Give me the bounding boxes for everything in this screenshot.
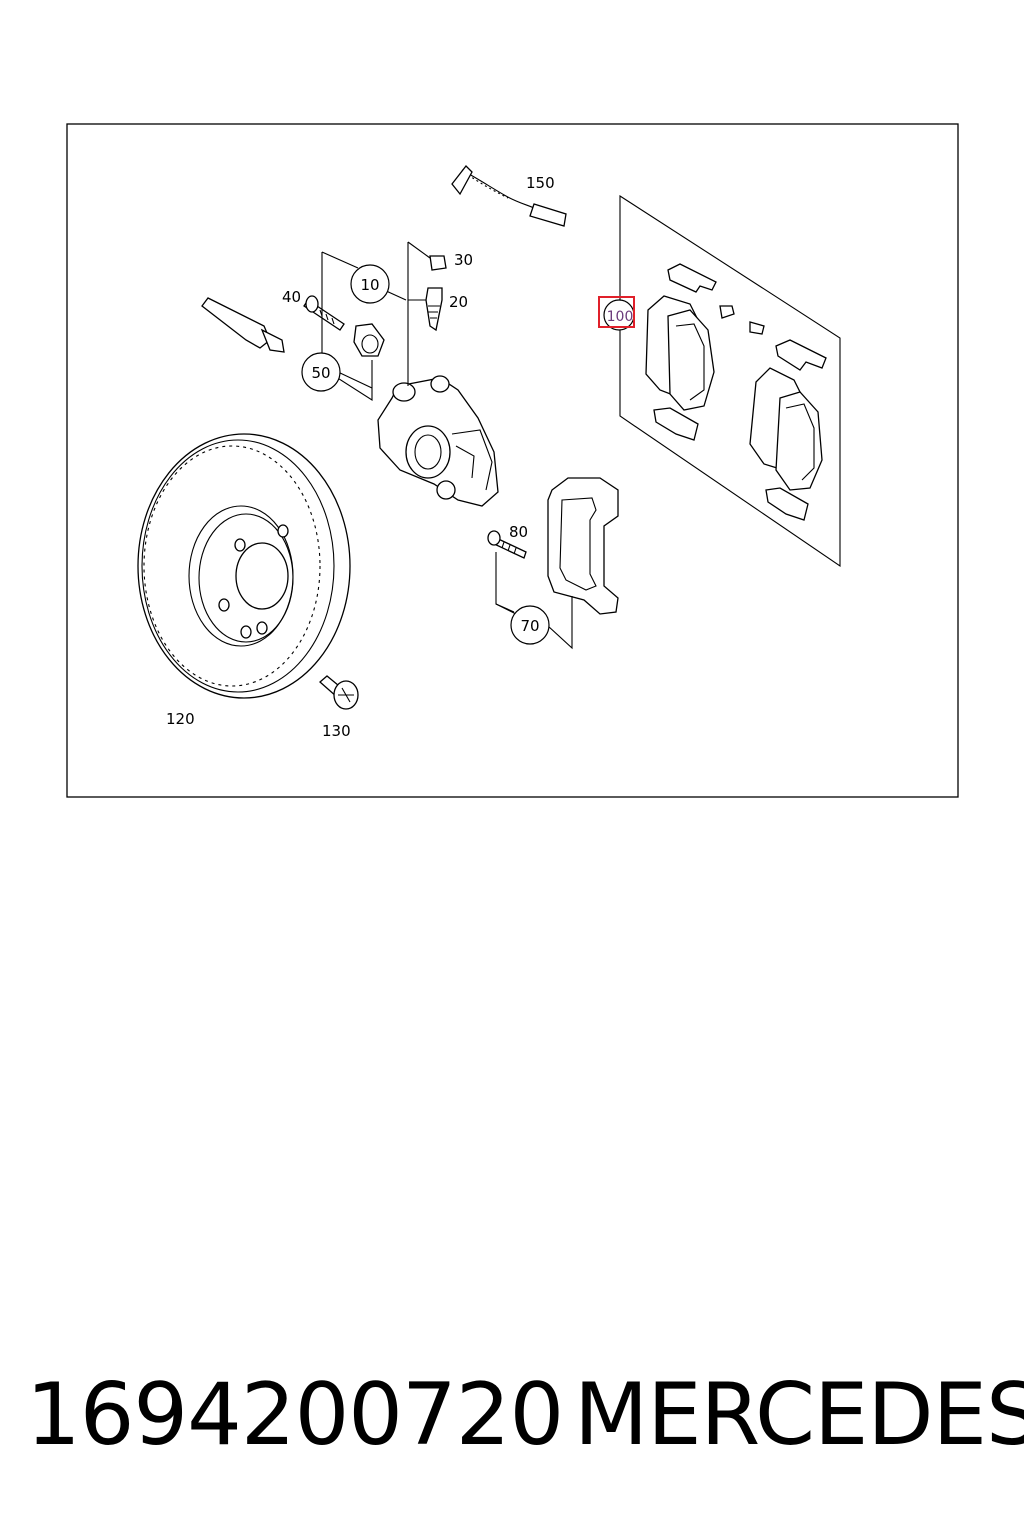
caliper-carrier — [547, 477, 619, 615]
brake-disc — [137, 433, 351, 699]
callout-50: 50 — [301, 352, 341, 392]
bolt-cap — [353, 323, 385, 357]
callout-130: 130 — [322, 722, 351, 740]
callout-label: 100 — [607, 309, 634, 325]
callout-label: 70 — [520, 617, 539, 635]
disc-screw — [319, 675, 359, 710]
callout-label: 10 — [360, 276, 379, 294]
parts-diagram: 10 50 70 100 20 30 40 80 120 130 150 — [66, 123, 959, 798]
guide-bolt — [303, 295, 345, 331]
callout-20: 20 — [449, 293, 468, 311]
diagram-frame — [66, 123, 959, 798]
brand-name: MERCEDES — [574, 1365, 1024, 1465]
callout-120: 120 — [166, 710, 195, 728]
callout-30: 30 — [454, 251, 473, 269]
brake-caliper — [377, 375, 499, 507]
brake-pad-set — [619, 194, 841, 568]
bleed-cap — [429, 255, 447, 271]
carrier-bolt — [487, 530, 527, 559]
grease-tube — [201, 297, 285, 353]
callout-label: 50 — [311, 364, 330, 382]
bleed-screw — [425, 287, 443, 332]
callout-100[interactable]: 100 — [598, 296, 635, 331]
part-number: 1694200720 — [26, 1365, 564, 1465]
callout-40: 40 — [282, 288, 301, 306]
caption: 1694200720 MERCEDES — [0, 1360, 1024, 1470]
callout-10: 10 — [350, 264, 390, 304]
callout-150: 150 — [526, 174, 555, 192]
callout-80: 80 — [509, 523, 528, 541]
callout-70: 70 — [510, 605, 550, 645]
selection-highlight — [598, 296, 635, 328]
wear-sensor — [451, 165, 567, 227]
